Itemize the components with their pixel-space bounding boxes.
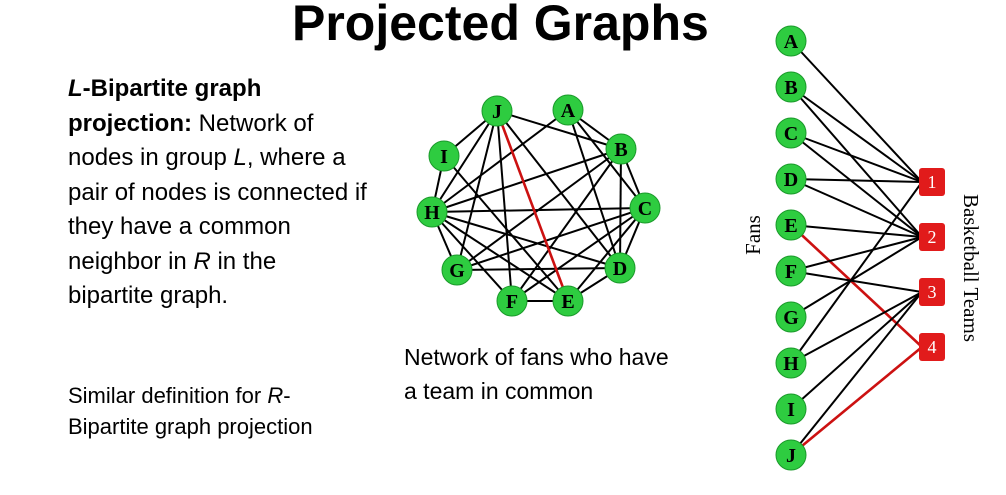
projection-definition: L-Bipartite graph projection: Network of… (68, 72, 368, 314)
projection-node-label-I: I (440, 146, 448, 168)
projection-node-A (552, 94, 584, 126)
projection-node-G (441, 254, 473, 286)
projection-edge-D-J (496, 110, 621, 269)
fan-node-label-I: I (787, 399, 795, 421)
projection-node-label-F: F (506, 291, 518, 313)
projection-edge-C-F (511, 207, 646, 302)
bipartite-edge-J-3 (790, 291, 923, 456)
projection-node-label-E: E (561, 291, 574, 313)
similar-definition: Similar definition for R-Bipartite graph… (68, 380, 368, 442)
projection-node-E (552, 285, 584, 317)
similar-text-2: -Bipartite graph projection (68, 383, 313, 439)
projection-edges (431, 109, 646, 302)
projection-edge-H-J (431, 110, 498, 213)
projection-caption: Network of fans who have a team in commo… (404, 344, 669, 404)
fan-node-G (775, 301, 807, 333)
bipartite-edge-I-3 (790, 291, 923, 410)
bipartite-edge-C-1 (790, 132, 923, 183)
fan-node-label-F: F (785, 261, 797, 283)
fan-node-label-A: A (784, 31, 799, 53)
team-node-label-1: 1 (928, 172, 937, 192)
fans-axis-label: Fans (741, 215, 765, 255)
definition-L2: L (233, 144, 247, 171)
bipartite-nodes: A B C D E F G H I J 1 2 3 4 (775, 25, 945, 471)
fan-node-F (775, 255, 807, 287)
bipartite-edge-E-2 (790, 224, 923, 238)
fan-node-J (775, 439, 807, 471)
projection-edge-C-H (431, 207, 646, 213)
projection-edge-F-J (496, 110, 513, 302)
fan-node-label-H: H (783, 353, 799, 375)
fan-node-D (775, 163, 807, 195)
projection-node-C (629, 192, 661, 224)
bipartite-edge-D-2 (790, 178, 923, 238)
teams-axis-label: Basketball Teams (959, 194, 983, 342)
projection-edge-B-J (496, 110, 622, 150)
projection-edge-G-J (456, 110, 498, 271)
fan-node-label-G: G (783, 307, 799, 329)
definition-R: R (193, 247, 211, 275)
bipartite-edge-H-1 (790, 181, 923, 364)
fan-node-B (775, 71, 807, 103)
definition-term: -Bipartite graph projection: (68, 75, 262, 137)
fan-node-label-C: C (784, 123, 798, 145)
projection-edge-B-H (431, 148, 622, 213)
projection-node-label-G: G (449, 260, 465, 282)
team-node-label-3: 3 (928, 282, 937, 302)
team-node-4 (919, 333, 945, 361)
projection-node-label-C: C (638, 198, 652, 220)
fan-node-I (775, 393, 807, 425)
bipartite-edge-J-4 (790, 345, 923, 457)
slide-title: Projected Graphs (292, 0, 709, 51)
similar-text-1: Similar definition for (68, 383, 268, 408)
bipartite-edge-A-1 (790, 40, 923, 183)
bipartite-edges (790, 40, 923, 457)
definition-body-3: in the bipartite graph. (68, 247, 277, 310)
projection-node-label-B: B (614, 139, 627, 161)
team-node-1 (919, 168, 945, 196)
bipartite-edge-E-4 (790, 224, 923, 348)
fan-node-label-J: J (786, 445, 796, 467)
fan-node-H (775, 347, 807, 379)
projection-node-label-A: A (561, 100, 576, 122)
projection-node-D (604, 252, 636, 284)
bipartite-edge-F-2 (790, 236, 923, 272)
fan-node-E (775, 209, 807, 241)
bipartite-edge-H-3 (790, 291, 923, 364)
projection-node-I (428, 140, 460, 172)
fan-node-label-D: D (784, 169, 798, 191)
fan-node-A (775, 25, 807, 57)
projection-nodes: A B C D E F G H I J (416, 94, 661, 317)
bipartite-edge-C-2 (790, 132, 923, 238)
projection-node-J (481, 95, 513, 127)
projection-node-label-H: H (424, 202, 440, 224)
projection-node-F (496, 285, 528, 317)
projection-node-B (605, 133, 637, 165)
projection-node-label-J: J (492, 101, 502, 123)
projection-node-label-D: D (613, 258, 627, 280)
team-node-label-4: 4 (928, 337, 937, 357)
similar-R: R (267, 383, 284, 408)
projection-edge-D-H (431, 211, 621, 269)
team-node-label-2: 2 (928, 227, 937, 247)
projection-edge-C-G (456, 207, 646, 271)
team-node-3 (919, 278, 945, 306)
definition-L: L (68, 75, 83, 102)
bipartite-edge-D-1 (790, 178, 923, 183)
projection-edge-F-H (431, 211, 513, 302)
team-node-2 (919, 223, 945, 251)
projection-node-H (416, 196, 448, 228)
bipartite-edge-B-1 (790, 86, 923, 183)
definition-body-2: , where a pair of nodes is connected if … (68, 144, 367, 275)
fan-node-C (775, 117, 807, 149)
fan-node-label-E: E (784, 215, 797, 237)
bipartite-edge-F-3 (790, 270, 923, 293)
projection-edge-E-J (495, 110, 570, 302)
bipartite-edge-G-2 (790, 236, 923, 318)
fan-node-label-B: B (784, 77, 797, 99)
projection-edge-C-E (567, 207, 646, 302)
projection-edge-E-H (431, 211, 569, 302)
definition-body-1: Network of nodes in group (68, 109, 314, 172)
